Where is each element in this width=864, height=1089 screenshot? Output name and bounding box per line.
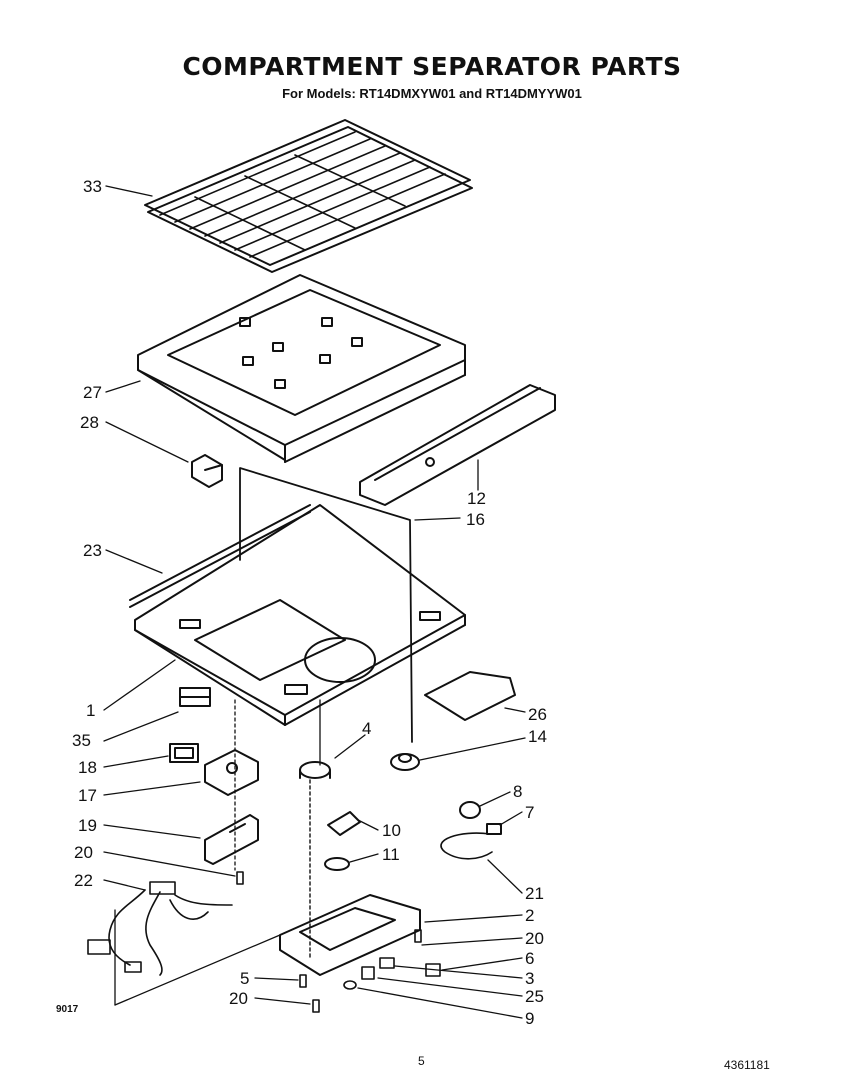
- part-7-socket: [486, 823, 502, 835]
- part-19-bracket: [204, 814, 259, 865]
- callout-20-c: 20: [229, 989, 248, 1008]
- part-21-harness: [440, 832, 493, 860]
- part-22-wiring-harness: [87, 881, 233, 976]
- part-33-grille: [144, 119, 473, 273]
- callout-5: 5: [240, 969, 249, 988]
- leader-lines: [103, 185, 526, 1019]
- part-27-frame: [137, 274, 466, 463]
- part-16-wire: [239, 467, 413, 743]
- callout-27: 27: [83, 383, 102, 402]
- part-2-bracket: [279, 894, 421, 976]
- figure-code: 9017: [56, 1004, 79, 1015]
- part-12-rail: [359, 384, 556, 506]
- callout-9: 9: [525, 1009, 534, 1028]
- callout-4: 4: [362, 719, 371, 738]
- callout-7: 7: [525, 803, 534, 822]
- callout-19: 19: [78, 816, 97, 835]
- callout-26: 26: [528, 705, 547, 724]
- part-28-block: [191, 454, 223, 488]
- fasteners: [236, 871, 441, 1013]
- part-17-housing: [204, 749, 259, 796]
- callout-14: 14: [528, 727, 547, 746]
- page-title: COMPARTMENT SEPARATOR PARTS: [182, 52, 682, 81]
- callout-35: 35: [72, 731, 91, 750]
- callout-21: 21: [525, 884, 544, 903]
- page-subtitle: For Models: RT14DMXYW01 and RT14DMYYW01: [282, 86, 582, 101]
- part-11-washer: [324, 857, 350, 871]
- part-26-cover: [424, 671, 516, 721]
- callout-10: 10: [382, 821, 401, 840]
- callout-6: 6: [525, 949, 534, 968]
- part-23-base-plate: [129, 504, 466, 726]
- callout-33: 33: [83, 177, 102, 196]
- callout-12: 12: [467, 489, 486, 508]
- page-number: 5: [418, 1054, 425, 1068]
- callout-3: 3: [525, 969, 534, 988]
- callout-11: 11: [382, 845, 400, 864]
- callout-8: 8: [513, 782, 522, 801]
- callout-28: 28: [80, 413, 99, 432]
- callout-23: 23: [83, 541, 102, 560]
- part-35-connector: [179, 687, 211, 707]
- callout-labels: 33 27 28 12 16 23 1 26 4 14 35 18 17 8 7…: [72, 177, 547, 1028]
- part-14-knob: [390, 753, 420, 771]
- callout-22: 22: [74, 871, 93, 890]
- callout-2: 2: [525, 906, 534, 925]
- document-number: 4361181: [724, 1058, 770, 1072]
- part-18-insulator: [169, 743, 199, 763]
- callout-25: 25: [525, 987, 544, 1006]
- callout-1: 1: [86, 701, 95, 720]
- callout-16: 16: [466, 510, 485, 529]
- part-8-bulb: [459, 801, 481, 819]
- callout-20-b: 20: [525, 929, 544, 948]
- part-4-knob: [299, 761, 331, 779]
- callout-18: 18: [78, 758, 97, 777]
- callout-20-a: 20: [74, 843, 93, 862]
- part-10-switch: [327, 811, 361, 836]
- callout-17: 17: [78, 786, 97, 805]
